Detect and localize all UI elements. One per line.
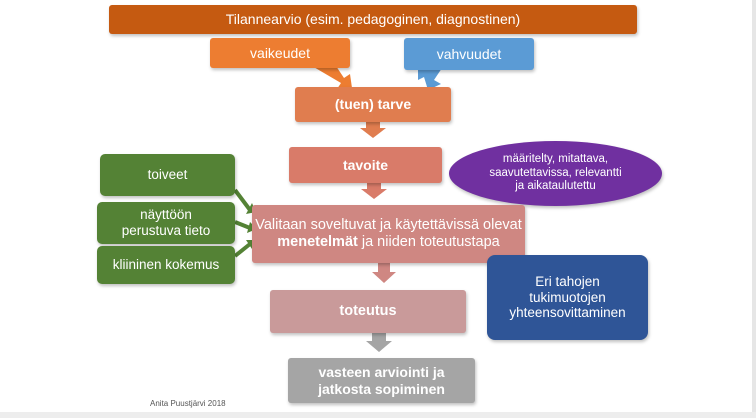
arrow-weaknesses-to-need — [312, 66, 352, 89]
goal-criteria-line-3: ja aikataulutettu — [515, 180, 596, 193]
arrow-strengths-to-need — [418, 68, 442, 90]
evidence-line-2: perustuva tieto — [121, 223, 211, 238]
coordination-box: Eri tahojen tukimuotojen yhteensovittami… — [487, 255, 648, 340]
right-edge-shadow — [752, 0, 756, 418]
strengths-box: vahvuudet — [404, 38, 534, 70]
support-need-text: (tuen) tarve — [334, 96, 412, 113]
arrow-need-to-goal — [360, 122, 386, 138]
goal-text: tavoite — [342, 156, 389, 173]
arrow-experience-to-methods — [233, 242, 252, 258]
goal-box: tavoite — [289, 147, 442, 183]
clinical-experience-box: kliininen kokemus — [97, 246, 235, 284]
methods-selection-box: Valitaan soveltuvat ja käytettävissä ole… — [252, 205, 525, 263]
situation-assessment-text: Tilannearvio (esim. pedagoginen, diagnos… — [225, 11, 521, 28]
arrow-wishes-to-methods — [233, 188, 252, 212]
methods-keyword: menetelmät — [277, 234, 358, 250]
coordination-line-1: Eri tahojen — [535, 273, 600, 289]
coordination-line-3: yhteensovittaminen — [509, 305, 626, 321]
goal-criteria-oval: määritelty, mitattava, saavutettavissa, … — [449, 141, 662, 206]
situation-assessment-box: Tilannearvio (esim. pedagoginen, diagnos… — [109, 5, 637, 34]
arrow-evidence-to-methods — [234, 220, 251, 230]
evaluation-box: vasteen arviointi ja jatkosta sopiminen — [288, 358, 475, 403]
evaluation-line-1: vasteen arviointi ja — [318, 363, 445, 380]
bottom-edge-shadow — [0, 412, 756, 418]
weaknesses-box: vaikeudet — [210, 38, 350, 68]
implementation-box: toteutus — [270, 290, 466, 333]
arrow-methods-to-implementation — [372, 263, 396, 283]
evidence-based-knowledge-box: näyttöön perustuva tieto — [97, 202, 235, 244]
goal-criteria-line-2: saavutettavissa, relevantti — [489, 166, 622, 179]
weaknesses-text: vaikeudet — [250, 44, 310, 61]
methods-line-2-rest: ja niiden toteutustapa — [357, 234, 500, 250]
support-need-box: (tuen) tarve — [295, 87, 451, 122]
goal-criteria-line-1: määritelty, mitattava, — [502, 153, 609, 166]
arrow-goal-to-methods — [361, 183, 387, 199]
evidence-line-1: näyttöön — [140, 207, 192, 223]
strengths-text: vahvuudet — [436, 45, 502, 62]
implementation-text: toteutus — [339, 302, 397, 319]
wishes-text: toiveet — [147, 167, 188, 183]
author-credit: Anita Puustjärvi 2018 — [150, 399, 226, 408]
coordination-line-2: tukimuotojen — [529, 289, 606, 305]
wishes-box: toiveet — [100, 154, 235, 196]
clinical-experience-text: kliininen kokemus — [112, 257, 220, 273]
methods-line-1: Valitaan soveltuvat ja käytettävissä ole… — [255, 216, 522, 233]
arrow-implementation-to-evaluation — [366, 333, 392, 352]
evaluation-line-2: jatkosta sopiminen — [318, 380, 445, 397]
methods-line-2: menetelmät ja niiden toteutustapa — [255, 234, 522, 251]
